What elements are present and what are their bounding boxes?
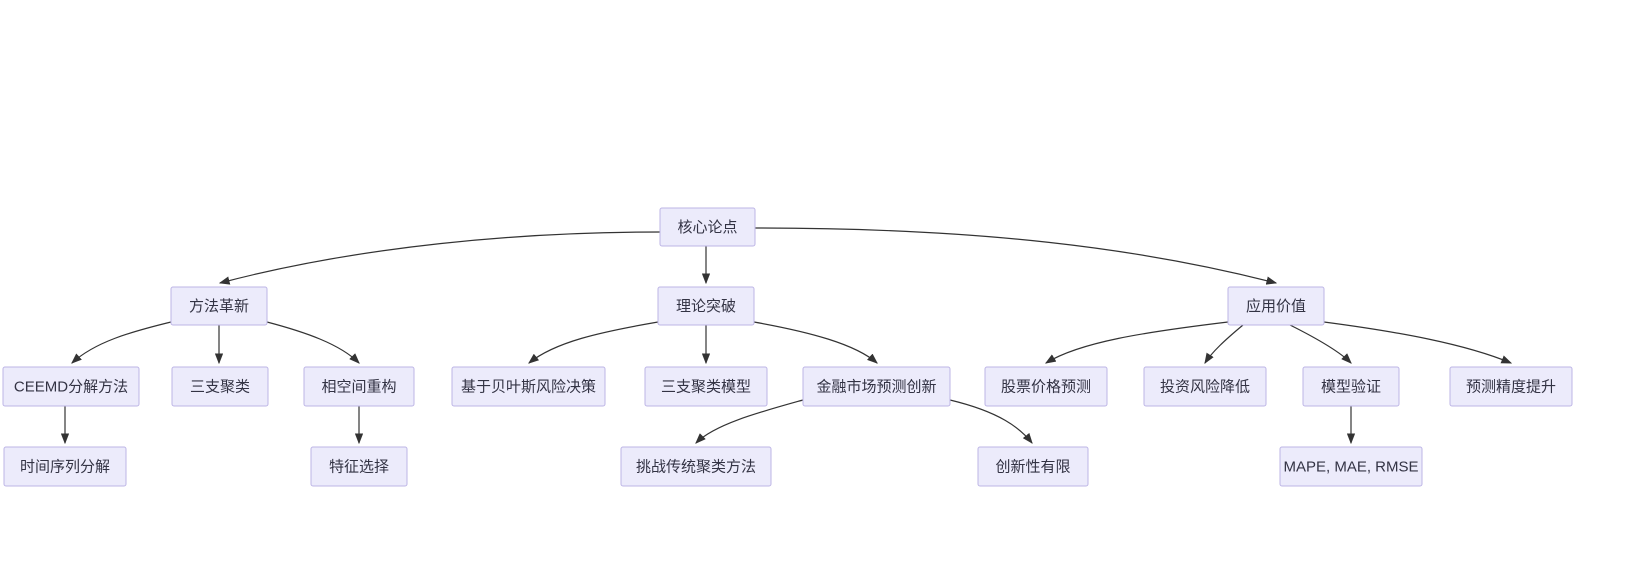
edge-b3-to-c8 bbox=[1204, 324, 1244, 365]
node-box-d1[interactable] bbox=[3, 446, 127, 487]
node-c10[interactable]: 预测精度提升 bbox=[1449, 366, 1573, 407]
node-c4[interactable]: 基于贝叶斯风险决策 bbox=[451, 366, 606, 407]
node-label-b3: 应用价值 bbox=[1246, 297, 1306, 315]
node-b1[interactable]: 方法革新 bbox=[170, 286, 268, 326]
node-root[interactable]: 核心论点 bbox=[659, 207, 756, 247]
node-label-b1: 方法革新 bbox=[189, 298, 249, 315]
node-box-c8[interactable] bbox=[1143, 366, 1267, 407]
node-d3[interactable]: 挑战传统聚类方法 bbox=[620, 446, 772, 487]
node-box-root[interactable] bbox=[659, 207, 756, 247]
node-c2[interactable]: 三支聚类 bbox=[171, 366, 269, 407]
node-box-c10[interactable] bbox=[1449, 366, 1573, 407]
node-b2[interactable]: 理论突破 bbox=[657, 286, 755, 326]
node-box-d2[interactable] bbox=[310, 446, 408, 487]
node-box-c6[interactable] bbox=[802, 366, 951, 407]
node-c7[interactable]: 股票价格预测 bbox=[984, 366, 1108, 407]
node-label-c5: 三支聚类模型 bbox=[661, 378, 751, 395]
edge-root-to-b3 bbox=[754, 227, 1278, 285]
node-label-c7: 股票价格预测 bbox=[1001, 378, 1091, 395]
node-d2[interactable]: 特征选择 bbox=[310, 446, 408, 487]
node-c5[interactable]: 三支聚类模型 bbox=[644, 366, 768, 407]
node-label-d1: 时间序列分解 bbox=[20, 458, 110, 475]
node-box-c9[interactable] bbox=[1302, 366, 1400, 407]
node-c1[interactable]: CEEMD分解方法 bbox=[2, 366, 140, 407]
node-box-c5[interactable] bbox=[644, 366, 768, 407]
edge-b3-to-c9 bbox=[1289, 324, 1352, 364]
node-label-c2: 三支聚类 bbox=[190, 378, 250, 395]
node-box-d4[interactable] bbox=[977, 446, 1089, 487]
edge-b2-to-c4 bbox=[528, 321, 659, 364]
edge-b3-to-c7 bbox=[1044, 321, 1229, 364]
node-label-d4: 创新性有限 bbox=[995, 458, 1070, 475]
node-b3[interactable]: 应用价值 bbox=[1227, 286, 1325, 326]
node-label-d2: 特征选择 bbox=[329, 458, 389, 475]
node-d4[interactable]: 创新性有限 bbox=[977, 446, 1089, 487]
edge-c6-to-d4 bbox=[949, 399, 1033, 444]
node-label-c8: 投资风险降低 bbox=[1160, 378, 1250, 395]
edge-c6-to-d3 bbox=[695, 399, 804, 444]
edge-b1-to-c3 bbox=[266, 321, 360, 364]
edge-b2-to-c6 bbox=[753, 321, 878, 364]
edge-b1-to-c1 bbox=[71, 321, 172, 364]
node-box-c7[interactable] bbox=[984, 366, 1108, 407]
node-label-c9: 模型验证 bbox=[1321, 378, 1381, 395]
node-c8[interactable]: 投资风险降低 bbox=[1143, 366, 1267, 407]
node-box-b2[interactable] bbox=[657, 286, 755, 326]
node-c3[interactable]: 相空间重构 bbox=[303, 366, 415, 407]
node-label-c4: 基于贝叶斯风险决策 bbox=[461, 378, 596, 395]
edge-b3-to-c10 bbox=[1323, 321, 1513, 364]
node-c6[interactable]: 金融市场预测创新 bbox=[802, 366, 951, 407]
node-label-root: 核心论点 bbox=[677, 219, 737, 236]
node-box-c3[interactable] bbox=[303, 366, 415, 407]
node-box-c4[interactable] bbox=[451, 366, 606, 407]
node-label-d5: MAPE, MAE, RMSE bbox=[1283, 458, 1418, 475]
node-box-d3[interactable] bbox=[620, 446, 772, 487]
node-box-d5[interactable] bbox=[1279, 446, 1423, 487]
node-label-d3: 挑战传统聚类方法 bbox=[636, 458, 756, 475]
node-label-b2: 理论突破 bbox=[676, 298, 736, 315]
node-label-c1: CEEMD分解方法 bbox=[14, 378, 128, 395]
node-label-c10: 预测精度提升 bbox=[1466, 378, 1556, 395]
node-label-c6: 金融市场预测创新 bbox=[816, 378, 936, 395]
node-box-c2[interactable] bbox=[171, 366, 269, 407]
node-c9[interactable]: 模型验证 bbox=[1302, 366, 1400, 407]
edge-root-to-b1 bbox=[218, 231, 661, 285]
node-box-b1[interactable] bbox=[170, 286, 268, 326]
node-label-c3: 相空间重构 bbox=[321, 378, 396, 395]
node-box-b3[interactable] bbox=[1227, 286, 1325, 326]
edges-layer bbox=[60, 227, 1513, 445]
node-box-c1[interactable] bbox=[2, 366, 140, 407]
node-d1[interactable]: 时间序列分解 bbox=[3, 446, 127, 487]
node-d5[interactable]: MAPE, MAE, RMSE bbox=[1279, 446, 1423, 487]
